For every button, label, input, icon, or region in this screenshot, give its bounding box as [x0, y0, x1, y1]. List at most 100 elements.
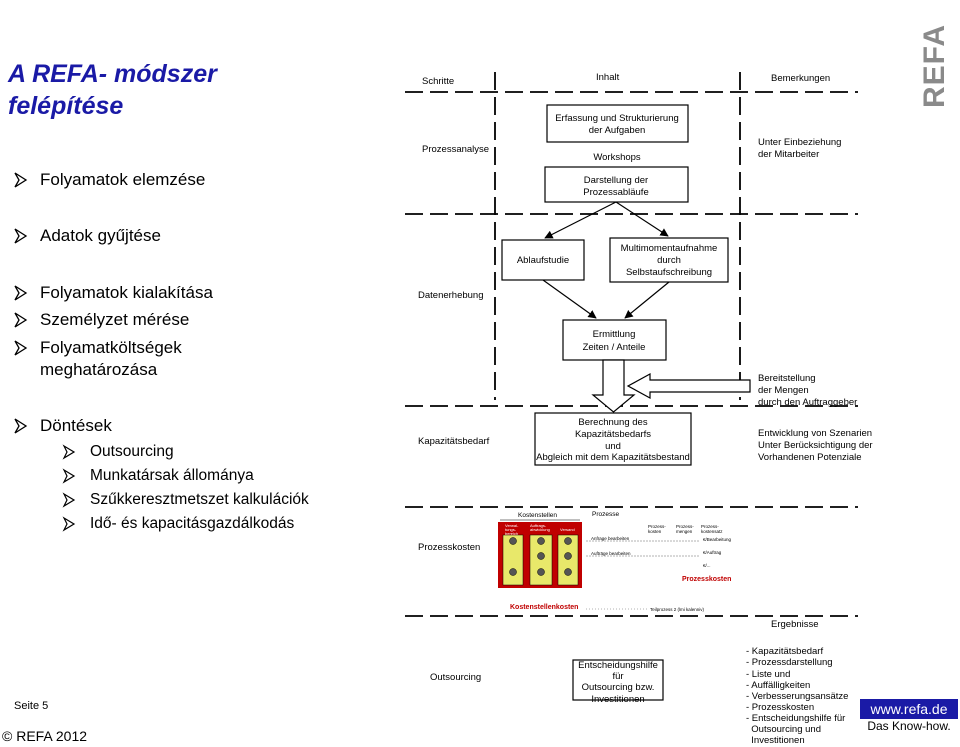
remark-bereit-1: Bereitstellung [758, 373, 816, 384]
tagline: Das Know-how. [867, 719, 951, 733]
box-berechnung [534, 412, 692, 466]
matrix-h2-line1: Prozess- [676, 524, 694, 529]
box-erfassung [546, 104, 689, 143]
box-ermittlung-line1: Ermittlung [593, 329, 636, 340]
remark-entw-3: Vorhandenen Potenziale [758, 452, 862, 463]
matrix-dot [509, 537, 517, 545]
title-line-2: felépítése [8, 92, 124, 120]
arrow-bullet-icon [62, 516, 76, 532]
arrow-to-multimoment [615, 201, 669, 237]
box-berechnung-line4: Abgleich mit dem Kapazitätsbestand [536, 452, 690, 463]
arrow-multi-to-ermittlung [624, 281, 670, 319]
matrix-col3: Versand [560, 527, 575, 532]
box-berechnung-line2: Kapazitätsbedarfs [575, 429, 651, 440]
website-badge[interactable]: www.refa.de [860, 699, 958, 719]
matrix-h1-line2: kosten [648, 529, 662, 534]
ergebnis-item: - Kapazitätsbedarf [746, 646, 823, 657]
ergebnisse-list: - Kapazitätsbedarf - Prozessdarstellung … [746, 646, 848, 746]
box-multimoment [609, 237, 729, 283]
matrix-dot [509, 568, 517, 576]
arrow-bullet-icon [62, 492, 76, 508]
box-multimoment-line2: durch [657, 255, 681, 266]
remark-bereit-3: durch den Auftraggeber [758, 397, 857, 408]
step-prozessanalyse: Prozessanalyse [422, 144, 489, 155]
sub-bullet-outsourcing: Outsourcing [62, 442, 174, 461]
ergebnis-item: - Auffälligkeiten [746, 680, 810, 691]
remark-unter-2: der Mitarbeiter [758, 149, 819, 160]
ergebnis-item: - Prozesskosten [746, 702, 814, 713]
matrix-col-3 [557, 534, 579, 586]
matrix-dots [509, 537, 572, 576]
sub-bullet-szukkeresztmetszet: Szűkkeresztmetszet kalkulációk [62, 490, 309, 509]
matrix-col1-line3: bereich [505, 531, 518, 536]
ergebnis-item: Outsourcing und [746, 724, 821, 735]
bullet-meghatarozasa: meghatározása [40, 360, 158, 379]
matrix-dot [564, 568, 572, 576]
sub-bullet-ido-kapacitas: Idő- és kapacitásgazdálkodás [62, 514, 294, 533]
matrix-col-2 [529, 534, 553, 586]
title-line-1: A REFA- módszer [8, 60, 217, 88]
box-erfassung-line2: der Aufgaben [589, 125, 646, 136]
process-cost-matrix: Kostenstellen Prozesse Verwal- tungs- be… [498, 511, 732, 612]
box-entscheidung-line1: Entscheidungshilfe [578, 660, 658, 671]
page-label: Seite 5 [14, 700, 49, 712]
matrix-dot [537, 568, 545, 576]
arrow-to-ablaufstudie [544, 201, 617, 239]
box-darstellung-line1: Darstellung der [584, 175, 648, 186]
matrix-prozesse: Prozesse [592, 511, 619, 518]
arrow-bullet-icon [14, 228, 28, 244]
bullet-adatok-gyujtese: Adatok gyűjtése [14, 225, 161, 246]
ergebnis-item: - Prozessdarstellung [746, 657, 833, 668]
matrix-h2-line2: mengen [676, 529, 693, 534]
ergebnis-item: - Verbesserungsansätze [746, 691, 848, 702]
arrow-bullet-icon [14, 312, 28, 328]
matrix-col1-line1: Verwal- [505, 523, 519, 528]
box-entscheidung [572, 659, 664, 701]
slide-title: A REFA- módszer felépítése [8, 58, 388, 122]
arrow-bullet-icon [62, 444, 76, 460]
step-datenerhebung: Datenerhebung [418, 290, 484, 301]
dashed-separators [405, 72, 858, 617]
arrow-bullet-icon [14, 172, 28, 188]
matrix-col2-line1: Auftrags- [530, 523, 547, 528]
ergebnis-item: - Liste und [746, 669, 790, 680]
header-bemerkungen: Bemerkungen [771, 73, 830, 84]
box-erfassung-line1: Erfassung und Strukturierung [555, 113, 679, 124]
box-multimoment-line1: Multimomentaufnahme [621, 243, 718, 254]
matrix-h1-line1: Prozess- [648, 524, 666, 529]
matrix-dot [564, 537, 572, 545]
box-entscheidung-line2: für [612, 671, 623, 682]
bullet-folyamatok-elemzese: Folyamatok elemzése [14, 169, 205, 190]
matrix-kostenstellen: Kostenstellen [518, 512, 557, 519]
matrix-r2: €/Auftrag [703, 550, 722, 555]
matrix-kostenstellenkosten: Kostenstellenkosten [510, 604, 578, 611]
matrix-prozesskosten: Prozesskosten [682, 576, 731, 583]
bullet-szemelyzet-merese: Személyzet mérése [14, 309, 189, 330]
box-ermittlung-line2: Zeiten / Anteile [583, 342, 646, 353]
matrix-r1: €/Bearbeitung [703, 537, 732, 542]
refa-logo: REFA [918, 18, 948, 110]
arrow-bullet-icon [14, 418, 28, 434]
matrix-col1-line2: tungs- [505, 527, 517, 532]
bullet-folyamatkoltsegek: Folyamatköltségek [14, 337, 182, 358]
sub-bullet-munkatarsak: Munkatársak állománya [62, 466, 254, 485]
box-ablaufstudie-text: Ablaufstudie [517, 255, 569, 266]
ergebnis-item: Investitionen [746, 735, 805, 746]
header-inhalt: Inhalt [596, 72, 620, 83]
matrix-h3-line2: kostensatz [701, 529, 723, 534]
remark-entw-1: Entwicklung von Szenarien [758, 428, 872, 439]
step-outsourcing: Outsourcing [430, 672, 481, 683]
arrow-bullet-icon [14, 285, 28, 301]
arrow-bullet-icon [14, 340, 28, 356]
box-berechnung-line3: und [605, 441, 621, 452]
step-kapazitaetsbedarf: Kapazitätsbedarf [418, 436, 490, 447]
refa-logo-text: REFA [918, 24, 948, 108]
arrow-bullet-icon [62, 468, 76, 484]
matrix-dot [537, 537, 545, 545]
big-down-arrow [591, 359, 636, 413]
box-entscheidung-line4: Investitionen [591, 694, 644, 705]
bullet-dontesek: Döntések [14, 415, 112, 436]
remark-entw-2: Unter Berücksichtigung der [758, 440, 873, 451]
matrix-r3: €/... [703, 563, 711, 568]
